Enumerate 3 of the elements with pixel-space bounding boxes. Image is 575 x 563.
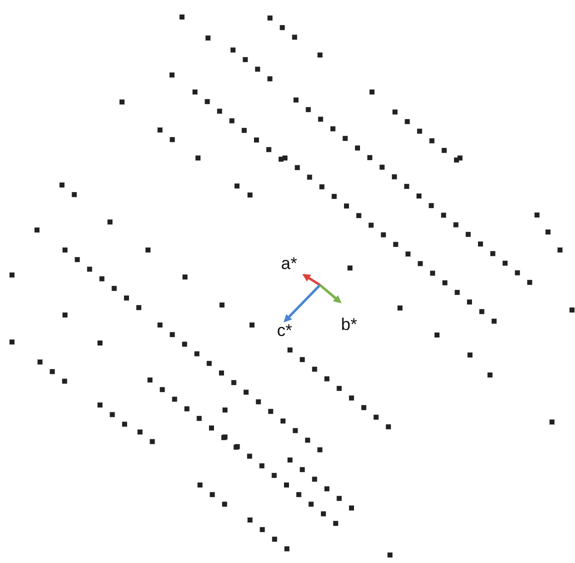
- axis-label: a*: [281, 255, 298, 272]
- axis-label: b*: [341, 316, 358, 333]
- axis-label: c*: [277, 322, 292, 339]
